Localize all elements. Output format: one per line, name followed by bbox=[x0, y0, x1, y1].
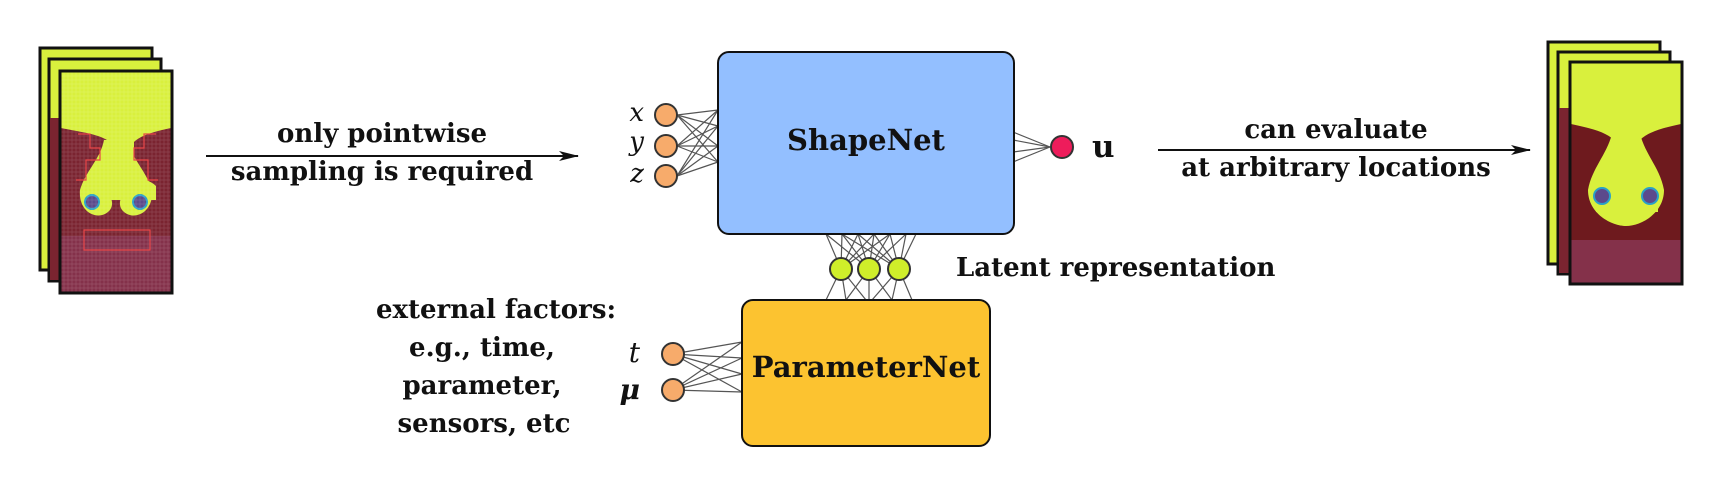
external-factors-line: external factors: bbox=[376, 295, 616, 325]
external-factors-line: parameter, bbox=[402, 371, 561, 401]
external-factors-line: e.g., time, bbox=[409, 333, 555, 363]
parameternet-label: ParameterNet bbox=[752, 350, 981, 384]
right-arrow-label-line1: can evaluate bbox=[1244, 115, 1427, 145]
shapenet-box bbox=[717, 51, 1015, 235]
latent-label: Latent representation bbox=[956, 253, 1275, 283]
input-node-mu bbox=[661, 378, 685, 402]
input-node-y bbox=[654, 134, 678, 158]
latent-layer: Latent representation bbox=[829, 253, 1275, 283]
input-label-x: x bbox=[629, 98, 644, 128]
input-label-mu: μ bbox=[620, 373, 641, 406]
latent-node bbox=[829, 257, 853, 281]
parameternet-block: ParameterNet bbox=[741, 299, 991, 447]
input-label-z: z bbox=[629, 159, 644, 189]
left-arrow-group: only pointwise sampling is required bbox=[206, 119, 579, 187]
parameternet-box bbox=[741, 299, 991, 447]
shapenet-label: ShapeNet bbox=[787, 123, 946, 157]
input-field-stack bbox=[38, 46, 174, 295]
parameternet-inputs: t μ bbox=[620, 336, 685, 406]
input-node-x bbox=[654, 103, 678, 127]
output-frame-front bbox=[1568, 60, 1684, 286]
shapenet-inputs: x y z bbox=[628, 98, 678, 189]
shapenet-block: ShapeNet bbox=[717, 51, 1015, 235]
left-arrow-label-line1: only pointwise bbox=[277, 119, 487, 149]
input-node-z bbox=[654, 164, 678, 188]
right-arrow-group: can evaluate at arbitrary locations bbox=[1158, 115, 1531, 183]
input-label-y: y bbox=[628, 127, 644, 157]
latent-node bbox=[887, 257, 911, 281]
right-arrow-label-line2: at arbitrary locations bbox=[1181, 153, 1491, 183]
input-node-t bbox=[661, 342, 685, 366]
input-label-t: t bbox=[629, 336, 641, 369]
input-frame-front bbox=[58, 69, 174, 295]
shapenet-output: u bbox=[1050, 129, 1115, 165]
left-arrow-label-line2: sampling is required bbox=[231, 157, 533, 187]
output-label-u: u bbox=[1092, 129, 1115, 165]
latent-node bbox=[857, 257, 881, 281]
output-field-stack bbox=[1546, 40, 1684, 286]
output-node-u bbox=[1050, 135, 1074, 159]
external-factors-text: external factors: e.g., time, parameter,… bbox=[376, 295, 616, 439]
external-factors-line: sensors, etc bbox=[398, 409, 571, 439]
